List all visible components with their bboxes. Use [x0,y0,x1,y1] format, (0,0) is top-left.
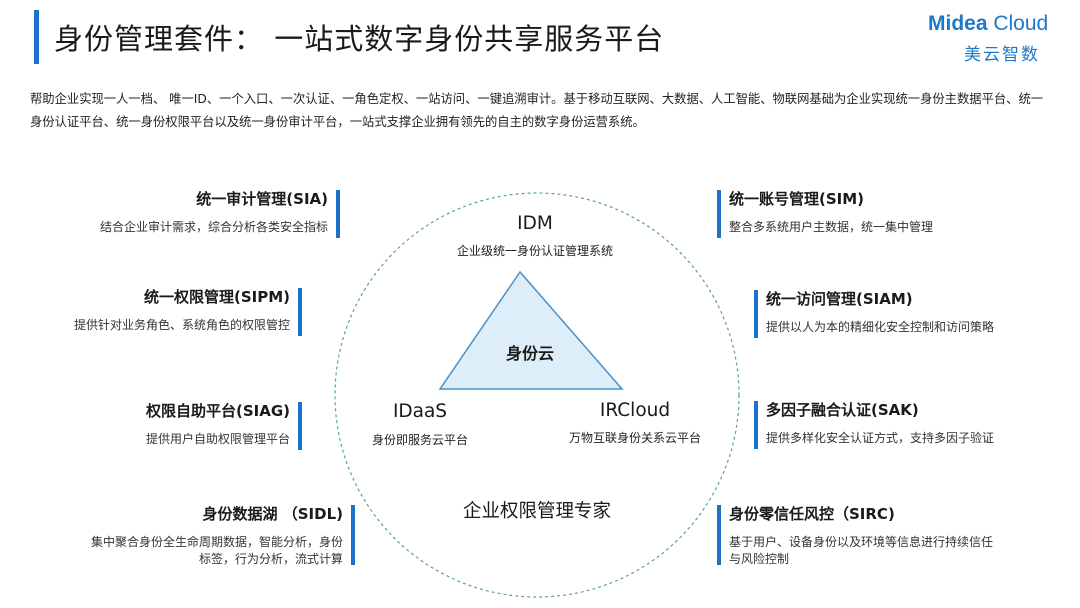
left-item-desc: 集中聚合身份全生命周期数据，智能分析，身份 标签，行为分析，流式计算 [91,534,343,568]
identity-cloud-triangle [438,270,624,390]
left-item-title: 统一权限管理(SIPM) [143,288,290,306]
right-item-title: 身份零信任风控（SIRC) [729,505,895,523]
ircloud-description: 万物互联身份关系云平台 [568,431,701,445]
right-item-sirc: 身份零信任风控（SIRC) 基于用户、设备身份以及环境等信息进行持续信任 与风险… [717,503,993,568]
logo-chinese: 美云智数 [964,45,1040,65]
left-item-desc-line2: 标签，行为分析，流式计算 [198,552,343,566]
expert-label: 企业权限管理专家 [462,501,611,522]
title-accent-bar [34,10,39,64]
midea-cloud-logo: Midea Cloud 美云智数 [928,12,1058,66]
logo-midea-text: Midea [928,12,988,35]
right-item-sim: 统一账号管理(SIM) 整合多系统用户主数据，统一集中管理 [717,188,934,238]
idaas-description: 身份即服务云平台 [371,433,468,447]
idaas-title: IDaaS [392,401,448,422]
right-item-desc: 提供多样化安全认证方式，支持多因子验证 [766,431,995,445]
page-title: 身份管理套件： 一站式数字身份共享服务平台 [54,22,665,56]
right-item-accent-bar [754,290,758,338]
right-item-accent-bar [754,401,758,449]
right-item-title: 多因子融合认证(SAK) [766,401,919,419]
logo-cloud-text: Cloud [987,12,1049,35]
right-item-desc: 提供以人为本的精细化安全控制和访问策略 [766,320,995,334]
right-item-desc: 基于用户、设备身份以及环境等信息进行持续信任 与风险控制 [729,534,993,568]
right-item-siam: 统一访问管理(SIAM) 提供以人为本的精细化安全控制和访问策略 [754,288,995,338]
ircloud-title: IRCloud [599,400,671,421]
logo-english: Midea Cloud [928,12,1048,36]
right-item-desc: 整合多系统用户主数据，统一集中管理 [729,220,934,234]
left-item-desc: 结合企业审计需求，综合分析各类安全指标 [99,220,328,234]
left-item-sidl: 身份数据湖 （SIDL) 集中聚合身份全生命周期数据，智能分析，身份 标签，行为… [91,503,355,568]
intro-paragraph: 帮助企业实现一人一档、 唯一ID、一个入口、一次认证、一角色定权、一站访问、一键… [30,92,1044,129]
left-item-sipm: 统一权限管理(SIPM) 提供针对业务角色、系统角色的权限管控 [73,286,302,336]
right-item-sak: 多因子融合认证(SAK) 提供多样化安全认证方式，支持多因子验证 [754,399,995,449]
left-item-title: 身份数据湖 （SIDL) [202,505,343,523]
outer-dashed-circle [334,192,740,598]
right-item-title: 统一访问管理(SIAM) [766,290,913,308]
left-item-accent-bar [336,190,340,238]
idm-description: 企业级统一身份认证管理系统 [456,244,613,258]
left-item-accent-bar [298,288,302,336]
left-item-sia: 统一审计管理(SIA) 结合企业审计需求，综合分析各类安全指标 [99,188,340,238]
right-item-title: 统一账号管理(SIM) [729,190,865,208]
idm-title: IDM [517,213,553,234]
left-item-accent-bar [298,402,302,450]
left-item-accent-bar [351,505,355,565]
left-item-title: 统一审计管理(SIA) [196,190,328,208]
left-item-desc: 提供针对业务角色、系统角色的权限管控 [73,318,290,332]
right-item-accent-bar [717,190,721,238]
left-item-desc: 提供用户自助权限管理平台 [145,432,290,446]
right-item-desc-line1: 基于用户、设备身份以及环境等信息进行持续信任 [729,535,994,549]
left-item-siag: 权限自助平台(SIAG) 提供用户自助权限管理平台 [145,400,302,450]
left-item-title: 权限自助平台(SIAG) [145,402,290,420]
right-item-desc-line2: 与风险控制 [729,552,790,566]
right-item-accent-bar [717,505,721,565]
identity-cloud-label: 身份云 [505,344,554,363]
left-item-desc-line1: 集中聚合身份全生命周期数据，智能分析，身份 [90,535,343,549]
